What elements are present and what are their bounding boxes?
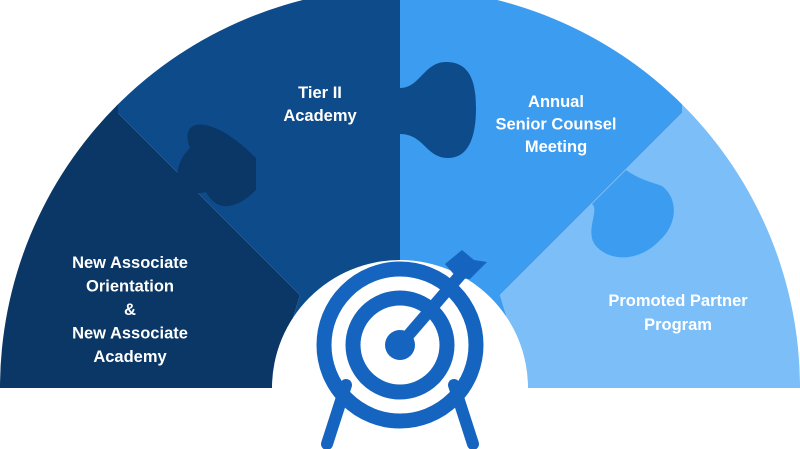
label-line: Academy <box>283 107 357 125</box>
puzzle-tab-center <box>400 62 476 158</box>
label-line: Annual <box>528 93 584 111</box>
label-line: Meeting <box>525 138 587 156</box>
puzzle-tab-right <box>591 170 674 258</box>
label-line: Senior Counsel <box>495 116 616 134</box>
puzzle-tab-left <box>177 124 256 207</box>
label-line: New Associate <box>72 254 188 272</box>
label-line: Program <box>644 316 712 334</box>
label-line: Tier II <box>298 84 342 102</box>
label-tier-ii: Tier II Academy <box>283 84 357 125</box>
label-line: & <box>124 301 136 319</box>
target-with-arrow-icon <box>316 250 487 449</box>
label-line: Academy <box>93 348 167 366</box>
label-line: New Associate <box>72 325 188 343</box>
label-line: Orientation <box>86 278 174 296</box>
label-line: Promoted Partner <box>608 292 748 310</box>
